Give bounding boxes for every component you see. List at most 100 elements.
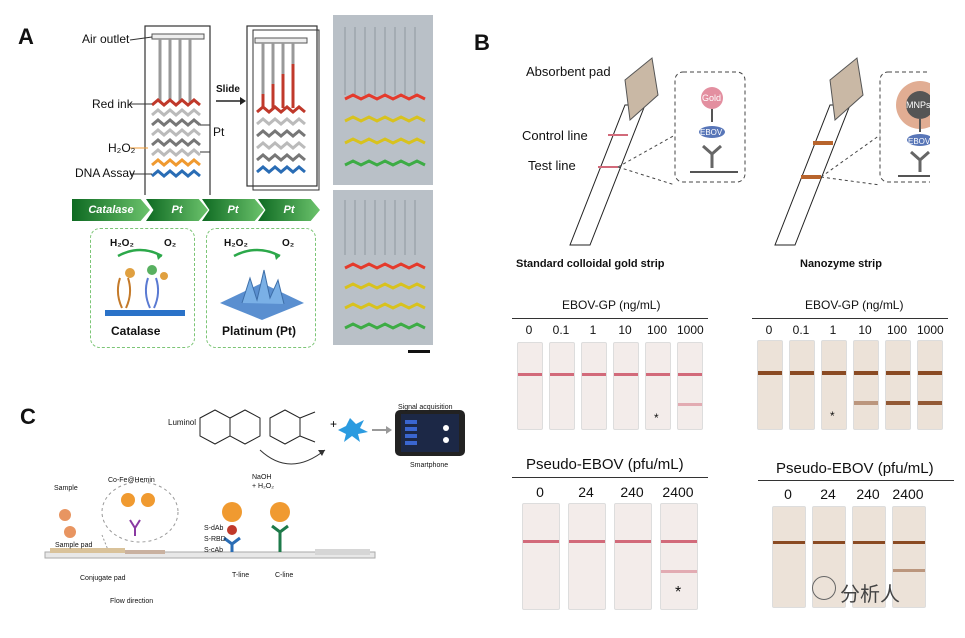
- chip-photo-top: [333, 15, 433, 185]
- h2o2-label: H₂O₂: [108, 141, 136, 155]
- gold-label: Gold: [702, 93, 722, 103]
- panel-a-letter: A: [18, 24, 34, 49]
- sample-pad-label: Sample pad: [55, 542, 93, 549]
- control-band: [550, 373, 574, 376]
- c-line-label: C-line: [275, 572, 294, 579]
- pseudo-title-left: Pseudo-EBOV (pfu/mL): [526, 456, 684, 473]
- concentration-label: 24: [578, 484, 594, 500]
- cascade-step: Pt: [202, 199, 264, 221]
- luminol-label: Luminol: [168, 418, 197, 427]
- panel-b-letter: B: [474, 30, 490, 55]
- control-band: [678, 373, 702, 376]
- test-strip: *: [645, 342, 671, 430]
- test-band: [661, 570, 697, 573]
- test-strip: [581, 342, 607, 430]
- chip-photo-bottom: [333, 190, 433, 345]
- luminol-reaction-graphic: +: [199, 409, 465, 465]
- control-band: [661, 540, 697, 543]
- platinum-product-label: O₂: [282, 238, 295, 249]
- test-strip: [549, 342, 575, 430]
- slide-arrow-icon: [216, 97, 246, 105]
- concentration-label: 1: [589, 323, 597, 337]
- cascade-step: Pt: [146, 199, 208, 221]
- absorbent-pad-label: Absorbent pad: [526, 64, 611, 79]
- slide-label: Slide: [216, 84, 240, 95]
- star-marker: *: [675, 584, 682, 601]
- catalase-caption: Catalase: [111, 324, 161, 338]
- concentration-label: 1000: [677, 323, 704, 337]
- test-line-label: Test line: [528, 158, 576, 173]
- catalase-inset: [90, 228, 195, 348]
- concentration-label: 0.1: [552, 323, 570, 337]
- concentration-label: 100: [646, 323, 668, 337]
- catalase-reactant-label: H₂O₂: [110, 238, 134, 249]
- control-band: [853, 541, 885, 544]
- svg-text:+: +: [330, 417, 337, 431]
- cascade-step: Catalase: [72, 199, 150, 221]
- conjugate-pad-label: Conjugate pad: [80, 575, 126, 582]
- concentration-label: 24: [820, 486, 836, 502]
- pseudo-title-right: Pseudo-EBOV (pfu/mL): [776, 460, 934, 477]
- test-band: [886, 401, 910, 405]
- control-band: [569, 540, 605, 543]
- star-marker: *: [654, 411, 659, 425]
- concentration-label: 10: [858, 323, 872, 337]
- caption-standard: Standard colloidal gold strip: [516, 258, 665, 270]
- test-band: [893, 569, 925, 572]
- test-band: [678, 403, 702, 406]
- cofe-hemin-label: Co-Fe@Hemin: [108, 477, 155, 484]
- control-line-label: Control line: [522, 128, 588, 143]
- smartphone-label: Smartphone: [410, 462, 449, 469]
- header-rule: [512, 477, 708, 478]
- control-band: [886, 371, 910, 375]
- panel-c-letter: C: [20, 404, 36, 429]
- scab-label: S-cAb: [204, 547, 224, 554]
- test-strip: [772, 506, 806, 608]
- strip-schematics: [569, 57, 930, 246]
- h2o2-reagent-label: + H₂O₂: [252, 483, 274, 490]
- ebov-label-left: EBOV: [700, 128, 723, 137]
- test-strip: [892, 506, 926, 608]
- control-band: [582, 373, 606, 376]
- watermark-text: 分析人: [840, 582, 900, 606]
- control-band: [523, 540, 559, 543]
- test-strip: [853, 340, 879, 430]
- test-strip: *: [821, 340, 847, 430]
- concentration-label: 0: [765, 323, 773, 337]
- scale-bar: [408, 350, 430, 353]
- test-band: [854, 401, 878, 405]
- header-rule: [752, 318, 948, 319]
- header-rule: [512, 318, 708, 319]
- ebov-label-right: EBOV: [908, 137, 931, 146]
- test-strip: [522, 503, 560, 610]
- concentration-label: 1000: [917, 323, 944, 337]
- srbd-label: S-RBD: [204, 536, 226, 543]
- platinum-inset: [206, 228, 316, 348]
- chip-schematic: [129, 25, 211, 195]
- control-band: [918, 371, 942, 375]
- test-strip: [789, 340, 815, 430]
- catalase-dna-graphic: [105, 248, 185, 316]
- test-strip: [757, 340, 783, 430]
- wechat-icon: [812, 576, 836, 600]
- sample-label: Sample: [54, 485, 78, 492]
- slid-chip-schematic: [246, 25, 320, 191]
- control-band: [822, 371, 846, 375]
- test-band: [918, 401, 942, 405]
- concentration-label: 240: [856, 486, 880, 502]
- control-band: [614, 373, 638, 376]
- platinum-caption: Platinum (Pt): [222, 324, 296, 338]
- concentration-label: 240: [620, 484, 644, 500]
- test-strip: [852, 506, 886, 608]
- platinum-surface-graphic: [220, 248, 304, 320]
- control-band: [813, 541, 845, 544]
- mnps-label: MNPs: [906, 100, 931, 110]
- concentration-label: 0: [536, 484, 544, 500]
- concentration-label: 0: [784, 486, 792, 502]
- concentration-label: 2400: [892, 486, 924, 502]
- air-outlet-label: Air outlet: [82, 32, 130, 46]
- concentration-label: 1: [829, 323, 837, 337]
- lfa-strip-graphic: [44, 481, 376, 559]
- flow-direction-label: Flow direction: [110, 598, 154, 605]
- control-band: [758, 371, 782, 375]
